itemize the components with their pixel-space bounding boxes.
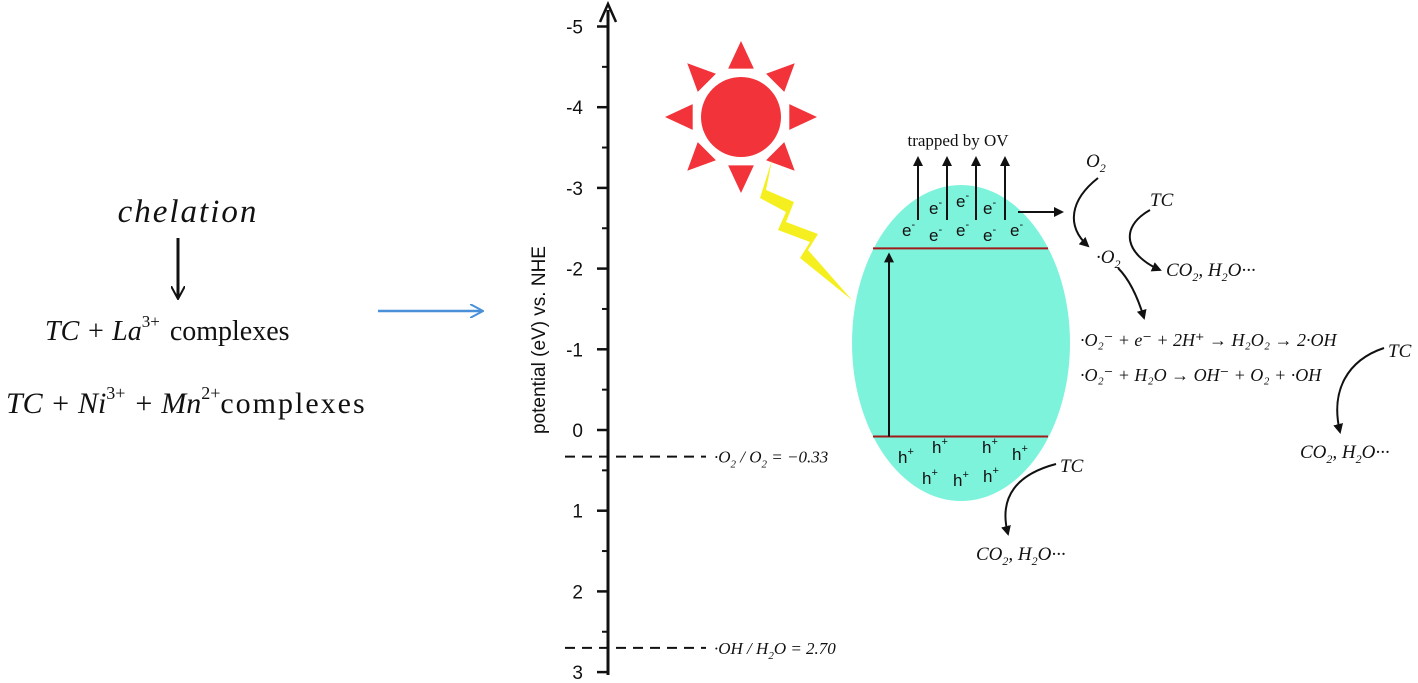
reference-levels: ·O2 / O2 = −0.33 ·OH / H2O = 2.70	[565, 448, 836, 662]
reference-level-label: ·O2 / O2 = −0.33	[714, 448, 828, 471]
sun-ray	[728, 41, 754, 69]
trapped-by-ov-label: trapped by OV	[907, 131, 1009, 150]
axis-tick-label: 1	[572, 502, 583, 523]
products-label-top: CO2, H2O···	[1166, 260, 1256, 284]
axis-ticks: -5 -4 -3 -2 -1 0 1 2 3	[566, 18, 608, 683]
sun-ray	[728, 165, 754, 193]
complex1-charge: 3+	[142, 312, 160, 331]
holes: h+h+h+h+h+h+h+	[898, 436, 1028, 490]
hole: h+	[953, 469, 969, 490]
axis-tick-label: -3	[566, 179, 583, 200]
superoxide-reaction-arrow	[1117, 267, 1147, 320]
equation-1: ·O₂⁻ + e⁻ + 2H⁺ → H₂O₂ → 2·OH	[1080, 330, 1338, 350]
complex2-charge-a: 3+	[106, 383, 125, 403]
axis-tick-label: 2	[572, 582, 583, 603]
electron: e-	[983, 197, 996, 218]
sun-ray	[665, 104, 693, 130]
complex2-formula-b: + Mn	[133, 387, 201, 420]
hole: h+	[983, 465, 999, 486]
tc-degradation-arrow-right	[1333, 347, 1385, 434]
axis-arrowhead	[598, 0, 618, 23]
products-label-bottom: CO2, H2O···	[976, 544, 1066, 568]
sun-ray	[766, 63, 795, 92]
complex2-formula-a: TC + Ni	[6, 387, 106, 420]
electron: e-	[929, 197, 942, 218]
semiconductor-band: e-e-e-e-e-e-e-e- h+h+h+h+h+h+h+ trapped …	[852, 131, 1070, 501]
chelation-label: chelation	[118, 194, 259, 230]
trap-arrows	[913, 156, 1010, 220]
reactions: O2 ·O2 TC CO2, H2O··· ·O₂⁻ + e⁻ + 2H⁺ → …	[976, 151, 1412, 568]
axis-tick-label: -1	[566, 340, 583, 361]
sun-ray	[789, 104, 817, 130]
tc-label-right: TC	[1388, 341, 1412, 362]
electrons: e-e-e-e-e-e-e-e-	[902, 190, 1023, 245]
tc-degradation-arrow-top	[1128, 209, 1162, 272]
electron: e-	[956, 190, 969, 211]
equation-2: ·O₂⁻ + H₂O → OH⁻ + O₂ + ·OH	[1080, 365, 1322, 385]
sun-ray	[687, 63, 716, 92]
lightning-bolt-icon	[760, 160, 852, 300]
left-panel: chelation TC + La3+complexes TC + Ni3++ …	[6, 194, 482, 420]
complex2-charge-b: 2+	[201, 383, 220, 403]
band-ellipse	[852, 185, 1070, 501]
tc-label-top: TC	[1150, 190, 1174, 211]
hole: h+	[932, 436, 948, 457]
hole: h+	[898, 446, 914, 467]
tc-label-bottom: TC	[1060, 456, 1084, 477]
hole: h+	[982, 436, 998, 457]
potential-axis: potential (eV) vs. NHE -5 -4 -3 -2 -1 0 1 2 3	[529, 0, 618, 683]
o2-label: O2	[1086, 151, 1106, 175]
superoxide-label: ·O2	[1096, 247, 1120, 271]
axis-label: potential (eV) vs. NHE	[529, 246, 550, 434]
hole: h+	[1012, 443, 1028, 464]
sun-ray	[766, 142, 795, 171]
tc-degradation-arrow-bottom	[1001, 463, 1057, 536]
axis-tick-label: 0	[572, 421, 583, 442]
axis-tick-label: 3	[572, 663, 583, 683]
complex2-text: TC + Ni3+ + Mn2+complexes	[6, 383, 367, 420]
reference-level-label: ·OH / H2O = 2.70	[714, 639, 836, 662]
electron: e-	[983, 224, 996, 245]
complex2-word: complexes	[220, 387, 366, 420]
complex1-formula: TC + La	[45, 316, 142, 347]
sun-ray	[687, 142, 716, 171]
products-label-right: CO2, H2O···	[1300, 442, 1390, 466]
axis-tick-label: -4	[566, 98, 583, 119]
electron: e-	[956, 219, 969, 240]
sun-icon	[665, 41, 817, 193]
o2-reduction-arrow	[1072, 177, 1099, 248]
complex1-text: TC + La3+ complexes	[45, 312, 290, 347]
complex1-word: complexes	[170, 316, 290, 347]
electron: e-	[929, 224, 942, 245]
axis-tick-label: -2	[566, 260, 583, 281]
hole: h+	[922, 467, 938, 488]
electron: e-	[902, 219, 915, 240]
electron: e-	[1010, 219, 1023, 240]
axis-tick-label: -5	[566, 18, 583, 39]
